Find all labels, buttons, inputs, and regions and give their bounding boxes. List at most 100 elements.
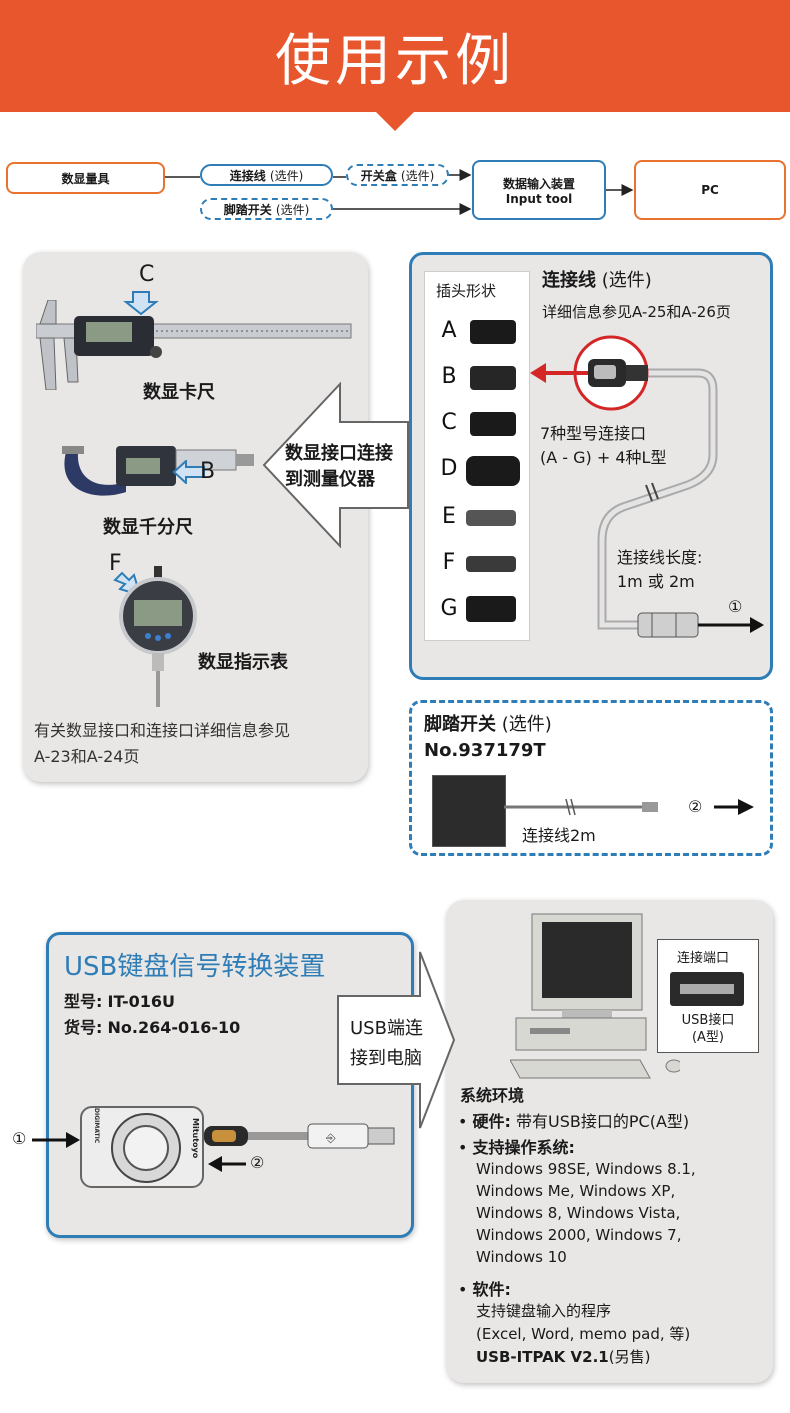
gauges-note-line1: 有关数显接口和连接口详细信息参见 (34, 721, 291, 740)
caliper-label: 数显卡尺 (143, 382, 215, 403)
flow-switch-box: 开关盒 (选件) (346, 164, 449, 186)
gauges-note: 有关数显接口和连接口详细信息参见 A-23和A-24页 (34, 718, 290, 770)
plug-letter-e: E (442, 504, 456, 529)
usb-model: 型号: IT-016U (64, 988, 175, 1012)
connect-arrow-line1: 数显接口连接 (285, 443, 393, 464)
indicator-marker: F (109, 551, 122, 576)
os-label: 支持操作系统: (472, 1138, 575, 1157)
flow-input-device-line1: 数据输入装置 (502, 176, 575, 191)
usb-arrow-text: USB端连 接到电脑 (350, 1014, 423, 1074)
foot-switch-cable-label: 连接线2m (522, 826, 596, 845)
foot-switch-title-light: (选件) (501, 714, 552, 735)
flow-cable-opt: (选件) (269, 168, 304, 183)
micrometer-marker: B (200, 459, 216, 484)
sw-line1: 支持键盘输入的程序 (476, 1302, 612, 1320)
usb-label-line2: (A型) (691, 1030, 725, 1045)
foot-switch-title-bold: 脚踏开关 (424, 714, 496, 735)
down-arrow-icon (123, 291, 159, 316)
sw-line2: (Excel, Word, memo pad, 等) (476, 1325, 691, 1343)
foot-switch-cable (504, 798, 754, 816)
cable-types-line2: (A - G) + 4种L型 (540, 448, 667, 467)
env-hardware: • 硬件: 带有USB接口的PC(A型) (458, 1112, 690, 1131)
flow-digital-tool: 数显量具 (6, 162, 165, 194)
micrometer-icon (62, 446, 254, 496)
plug-b-icon (470, 366, 516, 390)
cable-output-marker: ① (728, 597, 743, 616)
hw-label: 硬件: (472, 1112, 511, 1131)
hw-value: 带有USB接口的PC(A型) (516, 1112, 690, 1131)
os-line: Windows Me, Windows XP, (476, 1182, 676, 1200)
usb-input2-marker: ② (250, 1153, 265, 1172)
cable-types-line1: 7种型号连接口 (540, 424, 647, 443)
flow-input-device-line2: Input tool (505, 191, 573, 206)
page-title: 使用示例 (275, 29, 515, 94)
pc-icon (510, 913, 680, 1079)
foot-switch-output-marker: ② (688, 797, 703, 816)
cable-length-line2: 1m 或 2m (617, 572, 695, 591)
usb-converter-title: USB键盘信号转换装置 (64, 952, 326, 982)
plug-f-icon (466, 556, 516, 572)
sw-product: USB-ITPAK V2.1 (476, 1348, 609, 1366)
banner-notch (375, 111, 415, 131)
flow-switch-box-opt: (选件) (400, 168, 435, 183)
plug-e-icon (466, 510, 516, 526)
header-banner (0, 0, 790, 112)
sw-details: 支持键盘输入的程序 (Excel, Word, memo pad, 等) USB… (476, 1300, 690, 1369)
os-line: Windows 98SE, Windows 8.1, (476, 1160, 696, 1178)
os-line: Windows 8, Windows Vista, (476, 1204, 681, 1222)
usb-arrow-line2: 接到电脑 (350, 1048, 422, 1069)
plug-letter-d: D (440, 456, 458, 481)
cable-drawing (530, 335, 764, 638)
flow-connectors (165, 169, 634, 215)
usb-model-value: IT-016U (107, 992, 176, 1011)
indicator-icon (119, 566, 197, 707)
left-arrow-icon (172, 460, 205, 484)
cable-subtitle: 详细信息参见A-25和A-26页 (542, 303, 731, 321)
flow-cable: 连接线 (选件) (200, 164, 333, 186)
usb-arrow-line1: USB端连 (350, 1018, 423, 1039)
os-list: Windows 98SE, Windows 8.1, Windows Me, W… (476, 1158, 696, 1268)
svg-text:⎆: ⎆ (326, 1131, 336, 1145)
plug-g-icon (466, 596, 516, 622)
os-line: Windows 10 (476, 1248, 567, 1266)
flow-foot-switch-opt: (选件) (275, 202, 310, 217)
caliper-marker: C (139, 262, 155, 287)
usb-model-label: 型号: (64, 992, 103, 1011)
usb-code-label: 货号: (64, 1018, 103, 1037)
plug-c-icon (470, 412, 516, 436)
connect-arrow-text: 数显接口连接 到测量仪器 (285, 441, 393, 493)
micrometer-label: 数显千分尺 (103, 517, 193, 538)
plug-letter-f: F (442, 550, 456, 575)
sw-label: 软件: (472, 1280, 511, 1299)
cable-types: 7种型号连接口 (A - G) + 4种L型 (540, 422, 666, 470)
usb-cable-plug-icon: ⎆ (204, 1123, 395, 1172)
caliper-icon (36, 300, 352, 390)
plug-header: 插头形状 (436, 282, 497, 300)
cable-title-light: (选件) (601, 270, 652, 291)
usb-code: 货号: No.264-016-10 (64, 1014, 240, 1038)
port-label: 连接端口 (677, 951, 730, 966)
cable-length: 连接线长度: 1m 或 2m (617, 546, 702, 594)
device-side-label: DIGIMATIC (93, 1108, 100, 1144)
device-brand-label: Mitutoyo (191, 1118, 200, 1159)
foot-switch-model: No.937179T (424, 740, 546, 761)
usb-port-tongue (680, 984, 734, 994)
plug-a-icon (470, 320, 516, 344)
cable-title-bold: 连接线 (542, 270, 596, 291)
plug-letter-c: C (441, 410, 457, 435)
usb-input1-marker: ① (12, 1129, 27, 1148)
flow-pc-label: PC (701, 183, 719, 197)
env-os: • 支持操作系统: (458, 1138, 575, 1157)
flow-digital-tool-label: 数显量具 (61, 171, 110, 186)
big-left-arrow-icon (262, 381, 409, 549)
env-software: • 软件: (458, 1280, 511, 1299)
plug-d-icon (466, 456, 520, 486)
flow-switch-box-label: 开关盒 (360, 168, 397, 183)
usb-label: USB接口 (A型) (677, 1012, 739, 1046)
os-line: Windows 2000, Windows 7, (476, 1226, 682, 1244)
env-title: 系统环境 (460, 1086, 525, 1105)
sw-product-note: (另售) (608, 1348, 651, 1366)
plug-letter-g: G (440, 596, 458, 621)
foot-switch-title: 脚踏开关 (选件) (424, 710, 552, 736)
connect-arrow-line2: 到测量仪器 (285, 469, 375, 490)
